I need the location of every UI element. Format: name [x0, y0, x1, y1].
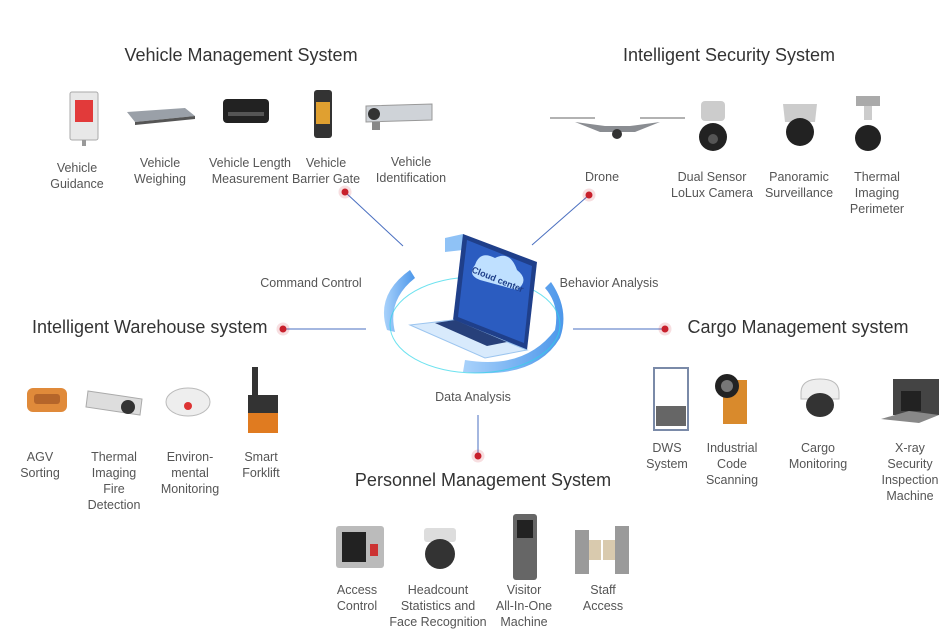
- environmental-sensor-label: Environ- mental Monitoring: [160, 450, 220, 496]
- vehicle-guidance-icon: [68, 90, 100, 146]
- cargo-system-title: Cargo Management system: [687, 317, 909, 337]
- cloud-center-laptop: Cloud center: [375, 220, 575, 385]
- dual-sensor-camera-icon: [697, 99, 729, 155]
- vehicle-identification-label: Vehicle Identification: [375, 155, 447, 185]
- flow-label-command-control: Command Control: [260, 276, 362, 290]
- industrial-code-scanner-label: Industrial Code Scanning: [705, 441, 759, 487]
- vehicle-length-measurement-label: Vehicle Length Measurement: [208, 156, 292, 186]
- vehicle-length-measurement-icon: [220, 96, 272, 128]
- visitor-machine-icon: [509, 512, 541, 582]
- connector-dot-personnel: [474, 452, 482, 460]
- vehicle-weighing-label: Vehicle Weighing: [134, 156, 186, 186]
- xray-machine-icon: [879, 375, 943, 427]
- connector-dot-cargo: [661, 325, 669, 333]
- thermal-perimeter-camera-label: Thermal Imaging Perimeter: [849, 170, 905, 216]
- visitor-machine-label: Visitor All-In-One Machine: [495, 583, 553, 629]
- drone-label: Drone: [584, 170, 620, 184]
- xray-machine-label: X-ray Security Inspection Machine: [881, 441, 939, 503]
- access-control-icon: [334, 524, 386, 570]
- cargo-monitoring-camera-label: Cargo Monitoring: [788, 441, 848, 471]
- access-control-label: Access Control: [336, 583, 378, 613]
- environmental-sensor-icon: [164, 384, 212, 426]
- warehouse-system-title: Intelligent Warehouse system: [32, 317, 268, 337]
- flow-label-data-analysis: Data Analysis: [435, 390, 511, 404]
- panoramic-camera-icon: [779, 100, 821, 150]
- vehicle-barrier-gate-label: Vehicle Barrier Gate: [291, 156, 361, 186]
- vehicle-guidance-label: Vehicle Guidance: [50, 161, 104, 191]
- dws-system-icon: [650, 366, 692, 432]
- headcount-camera-label: Headcount Statistics and Face Recognitio…: [389, 583, 487, 629]
- thermal-fire-camera-label: Thermal Imaging Fire Detection: [87, 450, 141, 512]
- vehicle-barrier-gate-icon: [311, 88, 335, 140]
- personnel-system-title: Personnel Management System: [354, 470, 612, 490]
- connector-dot-vehicle: [341, 188, 349, 196]
- vehicle-system-title: Vehicle Management System: [124, 45, 358, 65]
- thermal-fire-camera-icon: [84, 385, 146, 421]
- dws-system-label: DWS System: [646, 441, 688, 471]
- vehicle-identification-icon: [362, 100, 436, 132]
- drone-icon: [545, 108, 690, 142]
- staff-access-gate-icon: [573, 524, 631, 576]
- staff-access-gate-label: Staff Access: [582, 583, 624, 613]
- connector-dot-security: [585, 191, 593, 199]
- industrial-code-scanner-icon: [713, 372, 751, 426]
- smart-forklift-label: Smart Forklift: [242, 450, 280, 480]
- smart-forklift-icon: [244, 365, 282, 439]
- thermal-perimeter-camera-icon: [854, 94, 882, 156]
- panoramic-camera-label: Panoramic Surveillance: [764, 170, 834, 200]
- vehicle-weighing-icon: [125, 104, 197, 126]
- agv-sorting-label: AGV Sorting: [20, 450, 60, 480]
- agv-sorting-icon: [24, 384, 70, 416]
- security-system-title: Intelligent Security System: [622, 45, 836, 65]
- connector-dot-warehouse: [279, 325, 287, 333]
- dual-sensor-camera-label: Dual Sensor LoLux Camera: [671, 170, 753, 200]
- cargo-monitoring-camera-icon: [797, 377, 843, 421]
- headcount-camera-icon: [418, 524, 462, 572]
- flow-label-behavior-analysis: Behavior Analysis: [559, 276, 659, 290]
